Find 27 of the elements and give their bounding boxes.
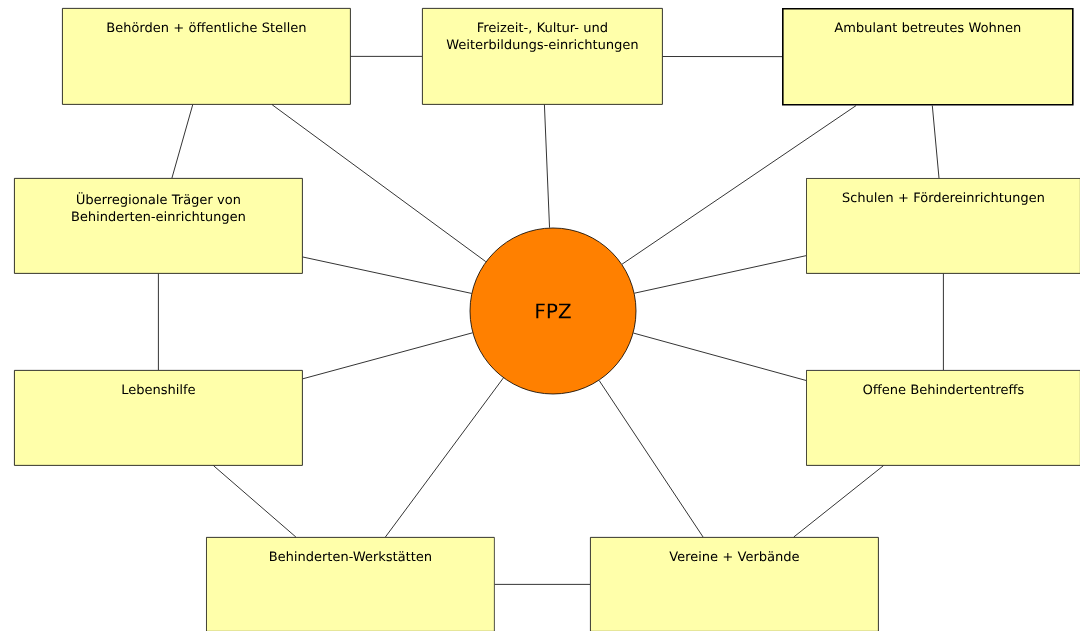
connector-line — [271, 104, 487, 263]
process-box: Behörden + öffentliche Stellen — [62, 8, 351, 105]
process-box: Vereine + Verbände — [590, 537, 879, 631]
connector-line — [171, 104, 194, 179]
connector-line — [385, 377, 504, 538]
process-box: Ambulant betreutes Wohnen — [782, 8, 1074, 106]
connector-line — [793, 465, 884, 538]
connector-line — [634, 255, 807, 294]
connector-line — [302, 332, 473, 380]
connector-line — [931, 105, 940, 179]
connector-line — [662, 56, 783, 58]
process-box: Schulen + Fördereinrichtungen — [806, 178, 1080, 274]
process-box: Offene Behindertentreffs — [806, 370, 1080, 466]
connector-line — [544, 104, 550, 229]
connector-line — [598, 380, 704, 538]
connector-line — [350, 56, 423, 57]
connector-line — [213, 465, 297, 538]
connector-line — [158, 273, 159, 371]
process-box: Behinderten-Werkstätten — [206, 537, 495, 631]
connector-line — [494, 584, 591, 585]
connector-line — [943, 273, 944, 371]
connector-line — [302, 256, 472, 294]
process-box: Freizeit-, Kultur- und Weiterbildungs-einrichtungen — [422, 8, 663, 105]
process-box: Überregionale Träger von Behinderten-einrichtungen — [14, 178, 303, 274]
connector-line — [633, 332, 807, 381]
connector-line — [621, 105, 857, 265]
process-box: Lebenshilfe — [14, 370, 303, 466]
